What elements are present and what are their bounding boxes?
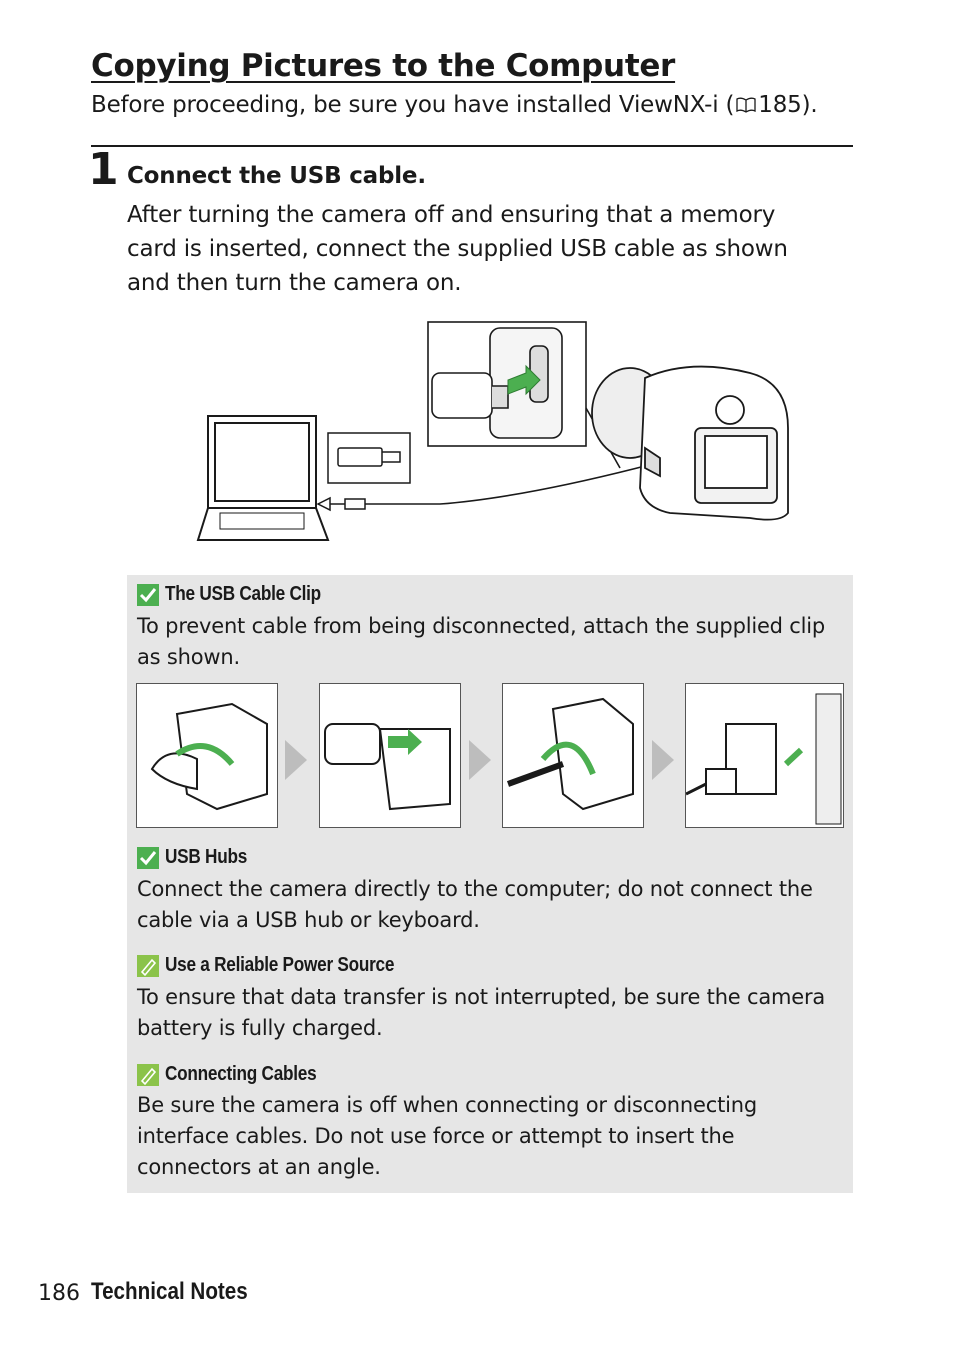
section-divider [91,145,853,147]
clip-step-1-image [136,683,278,828]
note-header: Connecting Cables [137,1063,341,1086]
pencil-icon [137,1063,159,1086]
note-line: To prevent cable from being disconnected… [137,614,826,638]
note-body: Connect the camera directly to the compu… [137,874,847,936]
step-body-line: and then turn the camera on. [127,270,462,296]
page-title: Copying Pictures to the Computer [91,48,676,84]
note-line: Connect the camera directly to the compu… [137,877,813,901]
section-name: Technical Notes [91,1278,248,1305]
step-body-line: card is inserted, connect the supplied U… [127,236,788,262]
note-title: USB Hubs [165,846,248,868]
next-step-arrow [652,740,674,780]
note-line: Be sure the camera is off when connectin… [137,1093,757,1117]
pencil-icon [137,954,159,977]
note-line: cable via a USB hub or keyboard. [137,908,480,932]
step-body: After turning the camera off and ensurin… [127,198,847,300]
note-line: interface cables. Do not use force or at… [137,1124,735,1148]
clip-step-3-image [502,683,644,828]
notes-panel: The USB Cable Clip To prevent cable from… [127,575,853,1193]
note-title: Connecting Cables [165,1063,317,1085]
check-icon [137,583,159,606]
note-line: To ensure that data transfer is not inte… [137,985,826,1009]
intro-page-ref[interactable]: 185). [758,92,818,118]
note-body: To ensure that data transfer is not inte… [137,982,847,1044]
book-icon [736,93,756,113]
step-number: 1 [88,144,119,195]
note-header: USB Hubs [137,846,260,869]
camera-illustration [591,365,789,521]
intro-text: Before proceeding, be sure you have inst… [91,92,735,118]
note-line: connectors at an angle. [137,1155,381,1179]
clip-step-4-image [685,683,844,828]
note-header: Use a Reliable Power Source [137,954,431,977]
step-body-line: After turning the camera off and ensurin… [127,202,776,228]
note-line: as shown. [137,645,240,669]
camera-port-inset [427,321,621,469]
step-title: Connect the USB cable. [127,163,426,189]
intro-paragraph: Before proceeding, be sure you have inst… [91,92,818,118]
laptop-illustration [196,415,330,541]
usb-plug-inset [327,432,411,484]
page-number: 186 [38,1281,80,1306]
note-title: Use a Reliable Power Source [165,954,395,976]
note-title: The USB Cable Clip [165,583,321,605]
note-body: To prevent cable from being disconnected… [137,611,847,673]
note-line: battery is fully charged. [137,1016,383,1040]
check-icon [137,846,159,869]
usb-connection-illustration [196,321,789,541]
next-step-arrow [285,740,307,780]
note-body: Be sure the camera is off when connectin… [137,1090,847,1183]
next-step-arrow [469,740,491,780]
clip-step-2-image [319,683,461,828]
note-header: The USB Cable Clip [137,583,346,606]
